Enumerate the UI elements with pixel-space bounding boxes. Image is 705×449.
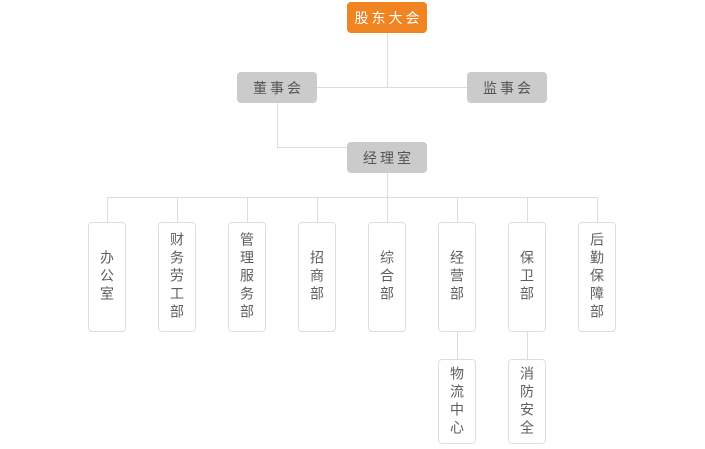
dept-label: 经营部 (449, 250, 465, 304)
connector-manager-down (387, 173, 388, 197)
sub-label: 消防安全 (519, 365, 535, 438)
connector-dept-horizontal (107, 197, 597, 198)
connector-dept-stub (597, 197, 598, 222)
dept-security: 保卫部 (508, 222, 546, 332)
connector-dept-stub (177, 197, 178, 222)
connector-security-down (527, 332, 528, 359)
dept-finance-labor: 财务劳工部 (158, 222, 196, 332)
connector-operations-down (457, 332, 458, 359)
dept-office: 办公室 (88, 222, 126, 332)
dept-logistics-support: 后勤保障部 (578, 222, 616, 332)
node-manager-office: 经理室 (347, 142, 427, 173)
node-supervisory-board: 监事会 (467, 72, 547, 103)
dept-label: 保卫部 (519, 250, 535, 304)
dept-operations: 经营部 (438, 222, 476, 332)
dept-general: 综合部 (368, 222, 406, 332)
sub-fire-safety: 消防安全 (508, 359, 546, 444)
dept-label: 综合部 (379, 250, 395, 304)
sub-logistics-center: 物流中心 (438, 359, 476, 444)
node-label: 监事会 (483, 79, 534, 96)
node-board-of-directors: 董事会 (237, 72, 317, 103)
dept-label: 管理服务部 (239, 232, 255, 322)
sub-label: 物流中心 (449, 365, 465, 438)
connector-level2-horizontal (317, 87, 467, 88)
connector-board-to-manager (277, 147, 347, 148)
node-label: 股东大会 (354, 9, 423, 26)
connector-dept-stub (247, 197, 248, 222)
node-shareholders-meeting: 股东大会 (347, 2, 427, 33)
dept-management-service: 管理服务部 (228, 222, 266, 332)
node-label: 经理室 (363, 149, 414, 166)
dept-investment: 招商部 (298, 222, 336, 332)
connector-dept-stub (387, 197, 388, 222)
connector-board-down (277, 103, 278, 147)
node-label: 董事会 (253, 79, 304, 96)
dept-label: 财务劳工部 (169, 232, 185, 322)
connector-dept-stub (107, 197, 108, 222)
connector-dept-stub (457, 197, 458, 222)
connector-dept-stub (317, 197, 318, 222)
dept-label: 招商部 (309, 250, 325, 304)
connector-dept-stub (527, 197, 528, 222)
dept-label: 后勤保障部 (589, 232, 605, 322)
connector-root-down (387, 33, 388, 87)
dept-label: 办公室 (99, 250, 115, 304)
